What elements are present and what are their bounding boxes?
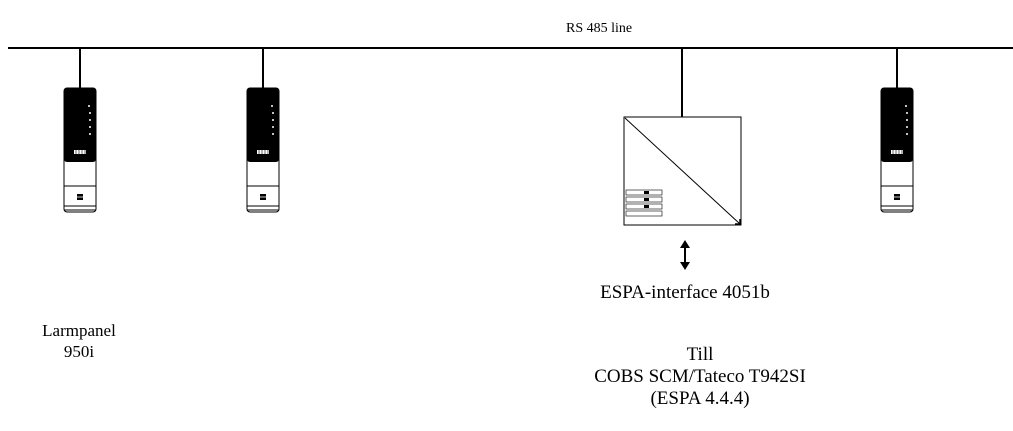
panel-label-line2: 950i — [63, 342, 95, 361]
target-line1: Till — [686, 344, 714, 365]
panel-label: Larmpanel 950i — [24, 320, 134, 362]
bidirectional-arrow-icon — [680, 240, 690, 270]
espa-interface-label: ESPA-interface 4051b — [600, 282, 770, 303]
bus-label: RS 485 line — [566, 21, 633, 36]
alarm-panel-1 — [63, 47, 97, 213]
espa-interface-device — [623, 48, 742, 226]
target-line2: COBS SCM/Tateco T942SI — [594, 366, 806, 387]
panel-label-line1: Larmpanel — [42, 321, 116, 340]
target-line3: (ESPA 4.4.4) — [650, 388, 750, 409]
target-system-label: Till COBS SCM/Tateco T942SI (ESPA 4.4.4) — [560, 344, 840, 410]
alarm-panel-2 — [246, 47, 280, 213]
alarm-panel-3 — [880, 47, 914, 213]
